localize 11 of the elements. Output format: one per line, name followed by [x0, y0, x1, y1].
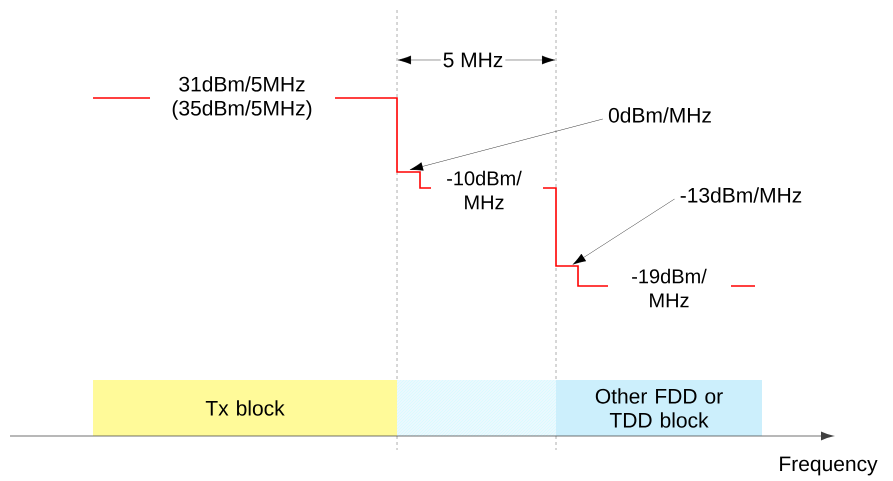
leader-line [410, 118, 604, 171]
leader-line [572, 198, 675, 265]
level-label: 31dBm/5MHz (35dBm/5MHz) [172, 76, 312, 120]
axis-label: Frequency [780, 456, 878, 476]
leader-text: 0dBm/MHz [607, 106, 713, 124]
leader-text: -13dBm/MHz [678, 186, 804, 204]
block-box: Tx block [93, 380, 397, 436]
level-label: -19dBm/ MHz [632, 268, 707, 308]
block-box: Other FDD or TDD block [556, 380, 762, 436]
level-label: -10dBm/ MHz [447, 170, 522, 210]
dimension-label: 5 MHz [440, 50, 506, 70]
